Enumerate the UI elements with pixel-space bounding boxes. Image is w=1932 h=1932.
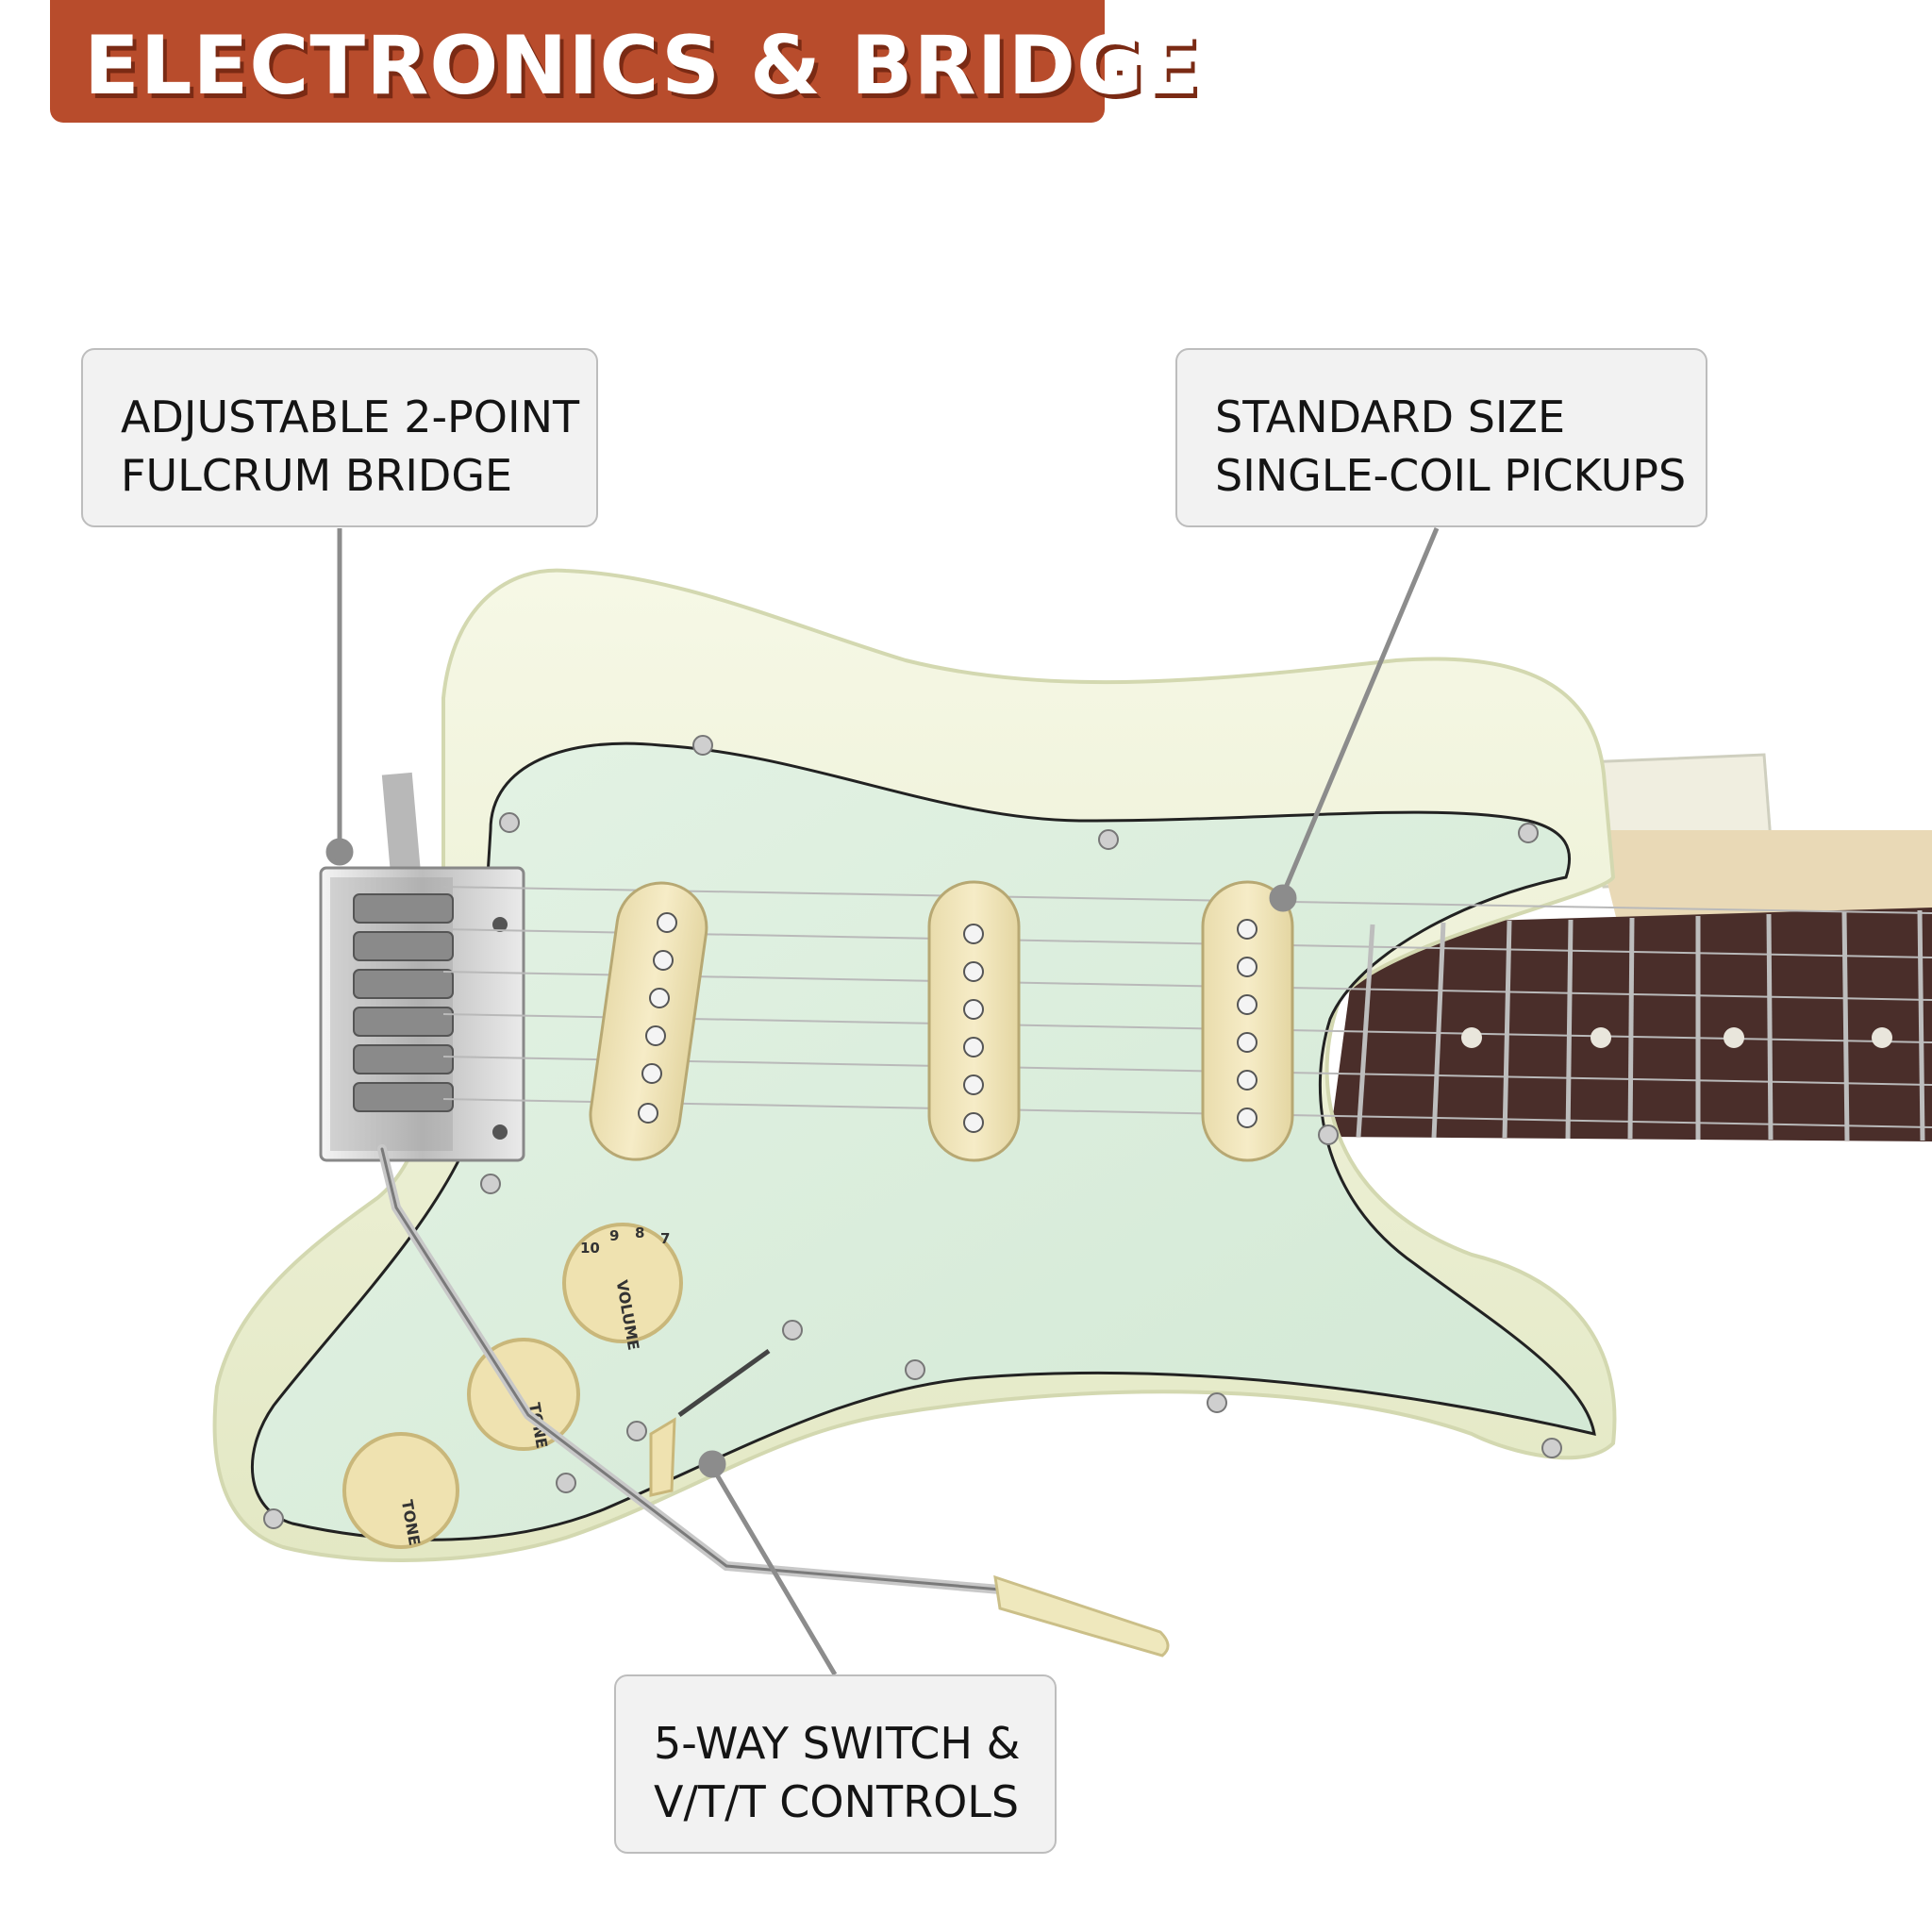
callout-controls-line1: 5-WAY SWITCH & xyxy=(654,1718,1021,1769)
volume-knob: VOLUME xyxy=(562,1223,683,1352)
tone-knob-2: TONE xyxy=(342,1432,459,1549)
callout-controls-line2: V/T/T CONTROLS xyxy=(654,1776,1020,1827)
knob-scale-8: 8 xyxy=(635,1224,644,1241)
pole-pieces xyxy=(638,912,1257,1133)
frets xyxy=(1356,909,1925,1141)
callout-bridge-line1: ADJUSTABLE 2-POINT xyxy=(121,391,580,442)
callout-bridge: ADJUSTABLE 2-POINT FULCRUM BRIDGE xyxy=(81,348,598,527)
callout-bridge-line2: FULCRUM BRIDGE xyxy=(121,450,513,501)
tremolo-arm xyxy=(377,1144,1170,1657)
knob-scale-numbers: 7 8 9 10 xyxy=(580,1224,670,1257)
callout-pickups: STANDARD SIZE SINGLE-COIL PICKUPS xyxy=(1175,348,1707,527)
callout-pickups-line1: STANDARD SIZE xyxy=(1215,391,1566,442)
pickup-bridge xyxy=(589,881,708,1161)
banner-title: ELECTRONICS & BRIDGE xyxy=(84,19,1201,113)
leader-lines xyxy=(325,527,1440,1676)
fret-inlays xyxy=(1461,1027,1892,1048)
title-banner: ELECTRONICS & BRIDGE xyxy=(50,0,1199,123)
callout-controls: 5-WAY SWITCH & V/T/T CONTROLS xyxy=(614,1674,1057,1854)
callout-pickups-line2: SINGLE-COIL PICKUPS xyxy=(1215,450,1687,501)
five-way-switch xyxy=(649,1348,771,1497)
pickup-middle xyxy=(927,880,1021,1162)
callout-pickups-text: STANDARD SIZE SINGLE-COIL PICKUPS xyxy=(1215,388,1686,505)
bridge xyxy=(319,772,525,1162)
pickguard-screws xyxy=(263,735,1562,1529)
knob-scale-7: 7 xyxy=(660,1230,670,1247)
callout-controls-text: 5-WAY SWITCH & V/T/T CONTROLS xyxy=(654,1714,1020,1831)
callout-bridge-text: ADJUSTABLE 2-POINT FULCRUM BRIDGE xyxy=(121,388,579,505)
knob-scale-10: 10 xyxy=(580,1240,600,1257)
knob-scale-9: 9 xyxy=(609,1227,619,1244)
pickup-neck xyxy=(1201,880,1294,1162)
